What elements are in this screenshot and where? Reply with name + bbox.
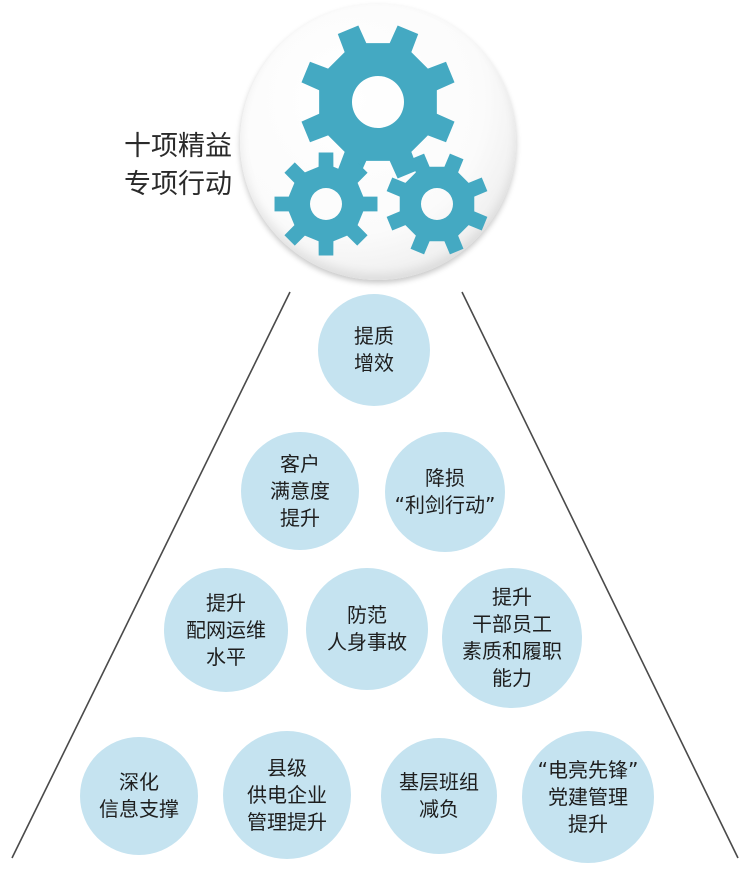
node-label: 提升	[280, 505, 320, 530]
node-label: 县级	[267, 755, 307, 780]
node-label: 干部员工	[472, 612, 552, 636]
node-label: 配网运维	[186, 617, 266, 642]
node-label: 增效	[354, 351, 394, 375]
node-label: 管理提升	[247, 809, 327, 834]
node-label: 降损	[424, 466, 465, 490]
gears-icon	[274, 25, 488, 256]
node-label: 提升	[206, 590, 246, 615]
node-loss-reduction: 降损 “利剑行动”	[385, 432, 505, 552]
title-line: 专项行动	[124, 169, 232, 200]
node-label: 党建管理	[547, 784, 628, 809]
node-label: 提升	[492, 585, 532, 609]
node-quality-efficiency: 提质 增效	[318, 294, 430, 406]
node-label: 深化	[119, 770, 159, 794]
node-label: 基层班组	[399, 770, 479, 794]
node-customer-satisfaction: 客户 满意度 提升	[241, 432, 359, 550]
hub-circle	[240, 4, 516, 280]
node-label: 素质和履职	[462, 639, 562, 663]
node-label: “利剑行动”	[394, 493, 496, 517]
node-label: 提质	[354, 324, 394, 348]
node-party-building: “电亮先锋” 党建管理 提升	[522, 731, 654, 863]
node-label: 人身事故	[327, 630, 407, 654]
node-label: 供电企业	[247, 782, 327, 807]
title-line: 十项精益	[124, 131, 232, 162]
node-label: 客户	[280, 451, 320, 476]
node-label: 提升	[567, 811, 608, 836]
node-county-enterprise: 县级 供电企业 管理提升	[223, 731, 351, 859]
node-accident-prevention: 防范 人身事故	[306, 568, 428, 690]
node-label: 能力	[492, 666, 532, 690]
node-label: “电亮先锋”	[537, 757, 639, 782]
gear-large-icon	[301, 25, 455, 179]
gear-small-left-icon	[274, 152, 378, 256]
node-staff-quality: 提升 干部员工 素质和履职 能力	[442, 568, 582, 708]
node-distribution-network: 提升 配网运维 水平	[164, 568, 288, 692]
node-informatization: 深化 信息支撑	[80, 737, 198, 855]
node-label: 满意度	[270, 478, 330, 503]
node-label: 减负	[419, 797, 459, 821]
gear-small-right-icon	[386, 153, 488, 255]
node-team-burden: 基层班组 减负	[381, 738, 497, 854]
node-label: 防范	[347, 603, 387, 627]
diagram-title: 十项精益 专项行动	[84, 128, 232, 204]
node-label: 信息支撑	[99, 797, 179, 821]
node-label: 水平	[206, 644, 246, 669]
